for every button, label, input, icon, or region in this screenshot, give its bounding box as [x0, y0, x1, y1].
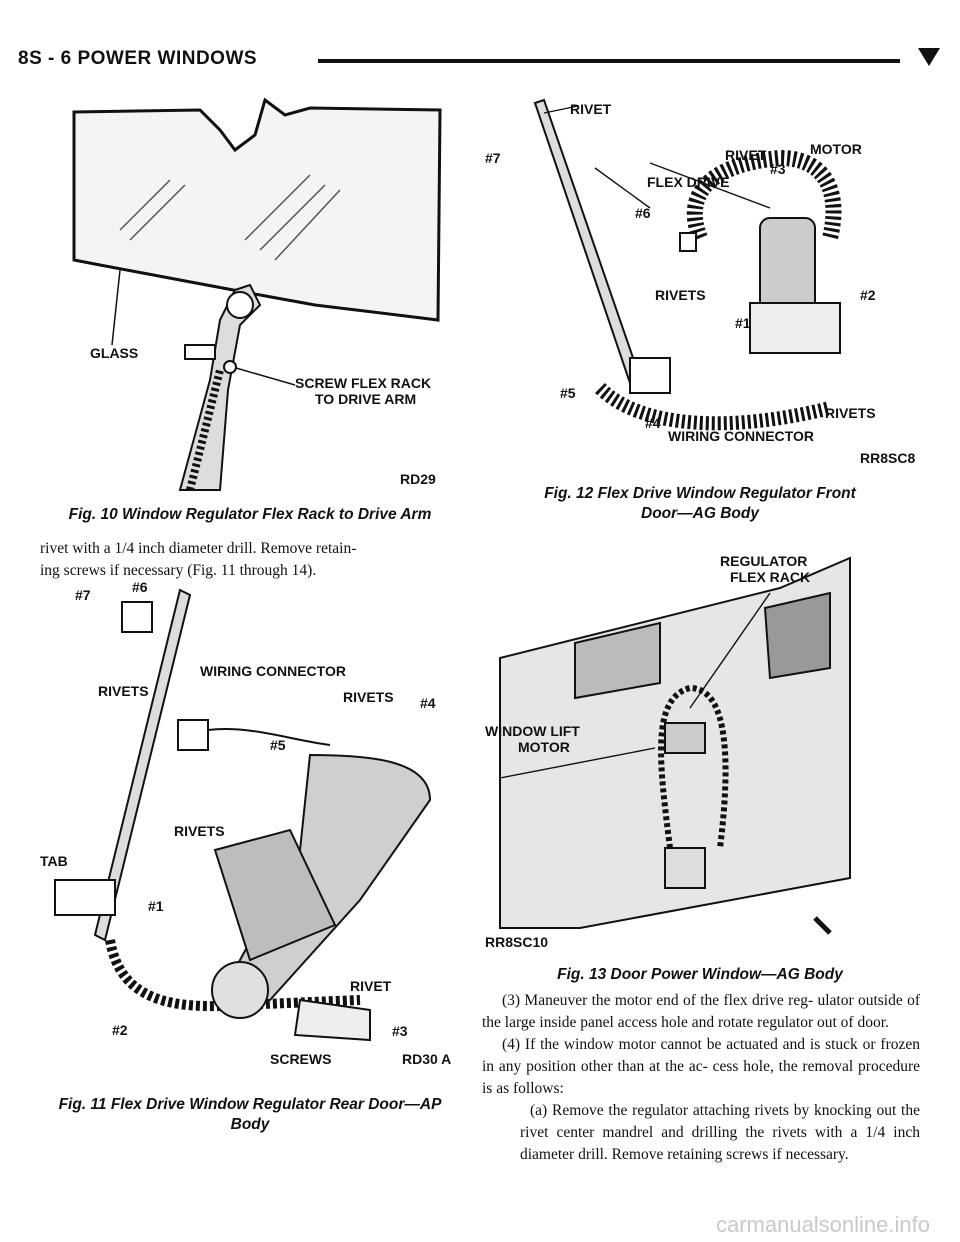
fig10-label-glass: GLASS [90, 345, 138, 361]
fig11-label-n5: #5 [270, 737, 286, 753]
fig11-label-n2: #2 [112, 1022, 128, 1038]
fig12-label-wiring: WIRING CONNECTOR [668, 428, 814, 444]
fig11-label-rivets-1: RIVETS [98, 683, 149, 699]
step-3-text: (3) Maneuver the motor end of the flex d… [482, 992, 920, 1031]
step-4-text: (4) If the window motor cannot be actuat… [482, 1036, 920, 1097]
fig12-label-rivets-2: RIVETS [825, 405, 876, 421]
fig12-label-motor: MOTOR [810, 141, 862, 157]
fig12-label-rivet: RIVET [725, 147, 767, 163]
fig11-label-wiring: WIRING CONNECTOR [200, 663, 346, 679]
fig10-label-code: RD29 [400, 471, 436, 487]
watermark: carmanualsonline.info [715, 1212, 930, 1237]
fig12-label-code: RR8SC8 [860, 450, 915, 466]
fig12-label-n4: #4 [645, 415, 661, 431]
fig11-caption-line-2: Body [230, 1116, 270, 1133]
fig12-label-n7: #7 [485, 150, 501, 166]
fig13-label-regulator-2: FLEX RACK [730, 569, 810, 585]
fig11-label-n3: #3 [392, 1023, 408, 1039]
fig12-illustration: RIVET #7 RIVET MOTOR #3 FLEX DRIVE #6 RI… [485, 98, 915, 466]
fig10-label-screw-1: SCREW FLEX RACK [295, 375, 431, 391]
fig11-label-n7: #7 [75, 587, 91, 603]
fig12-label-n6: #6 [635, 205, 651, 221]
fig12-label-flex: FLEX DRIVE [647, 174, 729, 190]
fig11-label-rivets-3: RIVETS [174, 823, 225, 839]
fig11-label-n1: #1 [148, 898, 164, 914]
fig12-label-rivet-top: RIVET [570, 101, 612, 117]
fig12-caption-line-2: Door—AG Body [641, 505, 759, 522]
fig12-label-rivets: RIVETS [655, 287, 706, 303]
fig10-illustration: GLASS SCREW FLEX RACK TO DRIVE ARM RD29 [72, 97, 442, 491]
fig12-label-n2: #2 [860, 287, 876, 303]
fig13-illustration: REGULATOR FLEX RACK WINDOW LIFT MOTOR RR… [485, 553, 851, 950]
fig13-label-regulator-1: REGULATOR [720, 553, 807, 569]
left-text-line-2: ing screws if necessary (Fig. 11 through… [40, 562, 317, 579]
fig12-label-n3: #3 [770, 161, 786, 177]
fig11-label-rivet: RIVET [350, 978, 392, 994]
header-triangle-icon [918, 48, 940, 66]
fig13-label-lift-1: WINDOW LIFT [485, 723, 580, 739]
right-paragraphs: (3) Maneuver the motor end of the flex d… [482, 990, 920, 1166]
left-text-line-1: rivet with a 1/4 inch diameter drill. Re… [40, 540, 357, 557]
fig10-label-screw-2: TO DRIVE ARM [315, 391, 416, 407]
fig12-label-n5: #5 [560, 385, 576, 401]
fig11-illustration: #7 #6 RIVETS WIRING CONNECTOR RIVETS #4 … [40, 580, 451, 1067]
fig11-label-screws: SCREWS [270, 1051, 331, 1067]
fig11-label-rivets-2: RIVETS [343, 689, 394, 705]
fig10-caption: Fig. 10 Window Regulator Flex Rack to Dr… [68, 506, 432, 523]
fig12-caption-line-1: Fig. 12 Flex Drive Window Regulator Fron… [544, 485, 856, 502]
fig11-label-code: RD30 A [402, 1051, 451, 1067]
step-4a-text: (a) Remove the regulator attaching rivet… [520, 1102, 920, 1163]
page-header: 8S - 6 POWER WINDOWS [18, 40, 940, 80]
fig11-label-n6: #6 [132, 580, 148, 595]
left-paragraph: rivet with a 1/4 inch diameter drill. Re… [40, 538, 460, 582]
fig11-label-tab: TAB [40, 853, 68, 869]
fig12-caption: Fig. 12 Flex Drive Window Regulator Fron… [490, 484, 910, 524]
header-rule [318, 59, 900, 63]
fig13-label-code: RR8SC10 [485, 934, 548, 950]
fig13-caption: Fig. 13 Door Power Window—AG Body [557, 966, 843, 983]
fig11-caption-line-1: Fig. 11 Flex Drive Window Regulator Rear… [58, 1096, 442, 1113]
fig11-label-n4: #4 [420, 695, 436, 711]
header-title: 8S - 6 POWER WINDOWS [18, 48, 258, 69]
fig11-caption: Fig. 11 Flex Drive Window Regulator Rear… [40, 1095, 460, 1135]
fig12-label-n1: #1 [735, 315, 751, 331]
fig13-label-lift-2: MOTOR [518, 739, 570, 755]
